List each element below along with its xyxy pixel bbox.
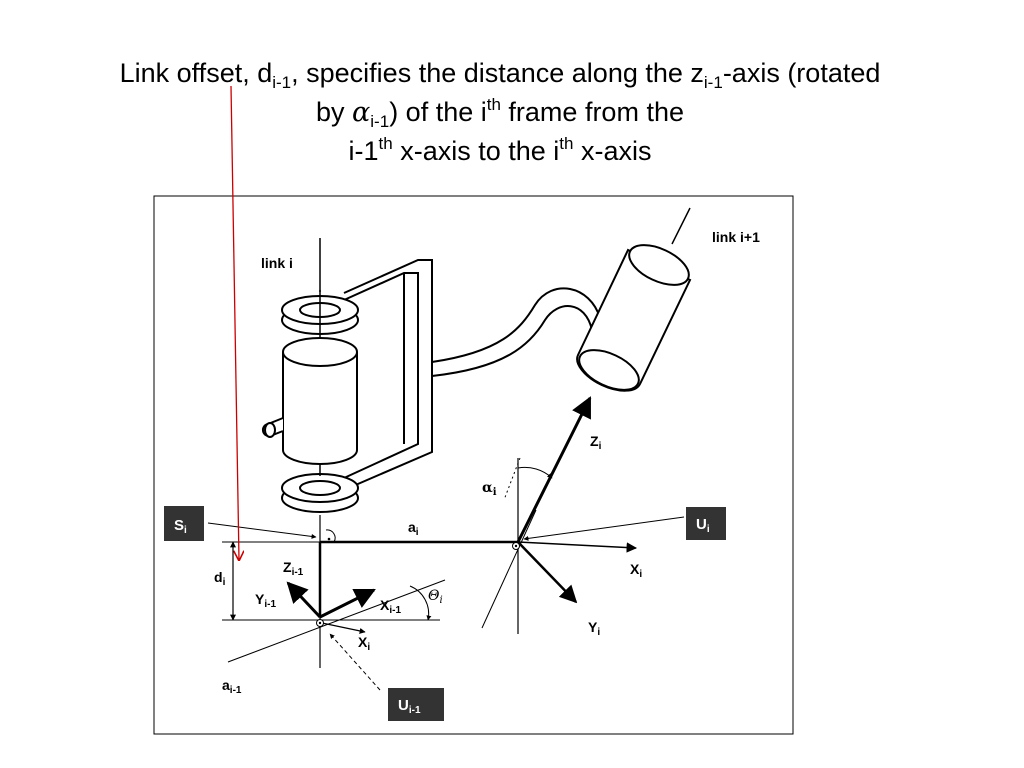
x-prev-label: Xi-1 <box>380 597 401 616</box>
axis-a-prev <box>227 579 446 663</box>
u-prev-label-box: Ui-1 <box>388 688 444 721</box>
svg-text:Si: Si <box>174 517 187 536</box>
zi-label: Zi <box>590 433 602 452</box>
u-prev-pointer <box>329 633 381 691</box>
u-pointer <box>523 516 685 541</box>
x-i-left-arrow <box>321 622 366 634</box>
caption-line-2: by αi-1) of the ith frame from the <box>316 95 684 131</box>
caption-line-1: Link offset, di-1, specifies the distanc… <box>119 58 881 92</box>
z-i-arrow <box>516 396 592 543</box>
xi-right-label: Xi <box>630 561 642 580</box>
s-label-box: Si <box>164 506 204 541</box>
link-i1-cylinder <box>576 207 692 392</box>
di-label: di <box>214 569 226 588</box>
y-i-arrow <box>517 541 578 604</box>
y-prev-label: Yi-1 <box>255 591 276 610</box>
xi-left-label: Xi <box>358 634 370 653</box>
bottom-ring <box>281 473 359 513</box>
theta-arc <box>409 585 432 621</box>
y-prev-arrow <box>286 581 322 619</box>
caption-line-3: i-1th x-axis to the ith x-axis <box>348 134 652 166</box>
link-i-label: link i <box>261 255 293 271</box>
caption: Link offset, di-1, specifies the distanc… <box>0 54 1000 171</box>
link-i-bracket <box>343 259 433 491</box>
s-pointer <box>207 522 317 539</box>
svg-text:Ui-1: Ui-1 <box>398 697 421 716</box>
z-prev-label: Zi-1 <box>283 559 304 578</box>
alpha-i-label: αi <box>482 480 497 498</box>
a-prev-label: ai-1 <box>222 677 242 696</box>
link-i1-label: link i+1 <box>712 229 760 245</box>
ai-label: ai <box>408 519 419 538</box>
u-label-box: Ui <box>686 507 726 540</box>
svg-text:Ui: Ui <box>696 516 710 535</box>
yi-right-label: Yi <box>588 619 600 638</box>
red-pointer-arrow <box>230 85 239 560</box>
x-i-arrow <box>517 541 638 553</box>
x-prev-arrow <box>319 588 376 619</box>
theta-i-label: Θi <box>428 588 443 606</box>
joint-cylinder <box>261 290 358 465</box>
alpha-arc <box>517 466 553 479</box>
